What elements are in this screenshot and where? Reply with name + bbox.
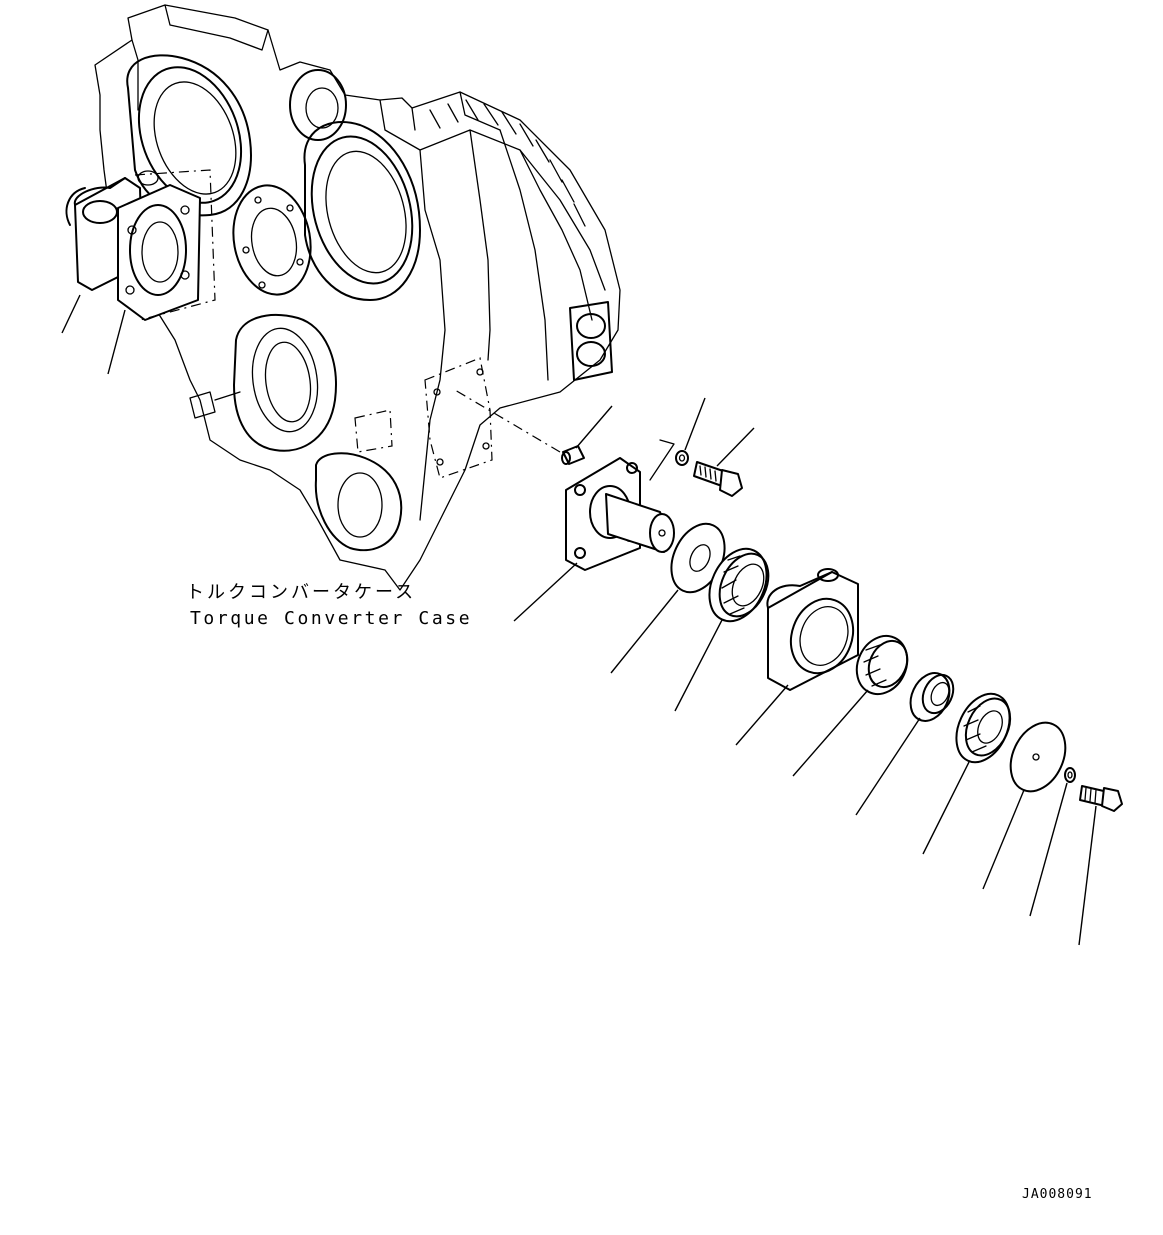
case-label-english: Torque Converter Case	[190, 608, 473, 629]
dowel-pin-drawing	[454, 389, 585, 465]
drawing-code: JA008091	[1022, 1187, 1093, 1202]
washer-small-upper-drawing	[675, 450, 689, 466]
washer-small-lower-drawing	[1064, 767, 1076, 783]
leader-break-mark	[649, 439, 675, 481]
leader-line	[922, 761, 970, 855]
leader-line	[610, 589, 679, 674]
leader-line	[107, 309, 126, 375]
bearing-race-drawing	[909, 672, 955, 722]
cover-plate-drawing	[1009, 721, 1067, 793]
leader-line	[735, 684, 789, 746]
leader-line	[1029, 782, 1068, 917]
leader-line	[855, 717, 921, 816]
leader-line	[716, 427, 755, 467]
roller-bearing-drawing	[855, 634, 909, 696]
leader-line	[684, 397, 706, 451]
leader-line	[61, 294, 81, 334]
leader-line	[575, 405, 613, 449]
mounted-bracket-drawing	[65, 169, 216, 321]
bearing-cup-right-drawing	[955, 692, 1012, 764]
spindle-flange-drawing	[565, 457, 675, 571]
leader-line	[982, 789, 1025, 890]
bolt-upper-drawing	[693, 461, 743, 497]
leader-line	[674, 619, 723, 712]
leader-line	[792, 689, 869, 777]
bolt-lower-drawing	[1079, 785, 1123, 812]
case-label-japanese: トルクコンバータケース	[186, 582, 417, 603]
leader-lines	[61, 294, 1097, 946]
leader-line	[1078, 805, 1097, 946]
pillow-block-bracket-drawing	[766, 568, 859, 691]
bearing-cup-left-drawing	[708, 547, 770, 623]
leader-line	[513, 562, 578, 622]
